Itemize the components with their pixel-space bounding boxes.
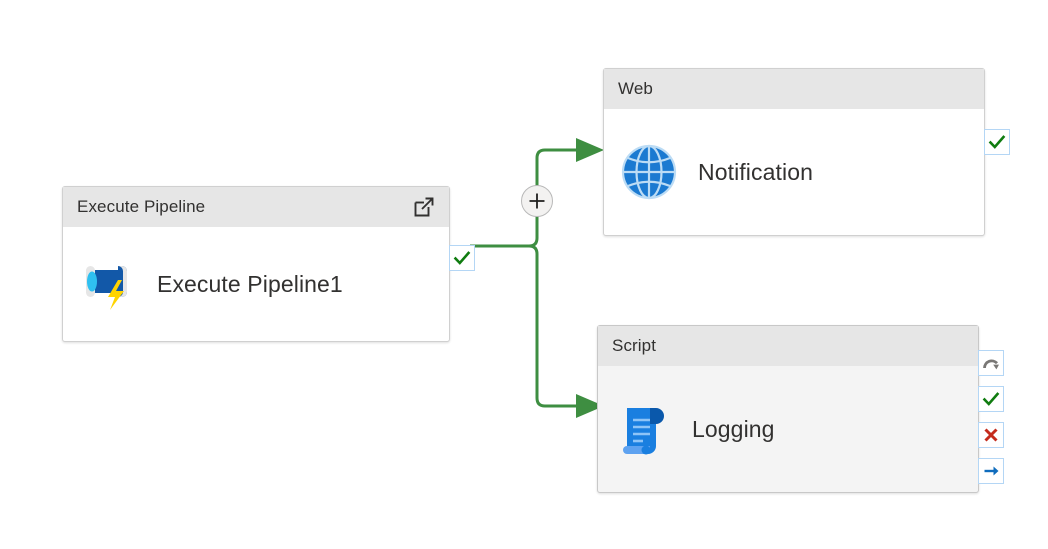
node-execute-pipeline-activity-name: Execute Pipeline1	[157, 270, 343, 297]
cross-icon	[984, 428, 998, 442]
node-execute-pipeline-type-label: Execute Pipeline	[77, 197, 206, 216]
node-script[interactable]: Script	[597, 325, 1004, 493]
globe-icon	[618, 141, 680, 203]
node-web-type-label: Web	[618, 79, 653, 98]
node-web[interactable]: Web Notification	[603, 68, 1010, 236]
node-script-type-label: Script	[612, 336, 657, 355]
add-activity-button[interactable]	[521, 185, 553, 217]
handle-success-script[interactable]	[978, 386, 1004, 412]
check-icon	[988, 135, 1006, 149]
node-execute-pipeline-header: Execute Pipeline	[63, 187, 449, 227]
node-web-activity-name: Notification	[698, 158, 813, 185]
curved-arrow-icon	[983, 359, 999, 370]
handle-failure-script[interactable]	[978, 422, 1004, 448]
handle-success-web[interactable]	[984, 129, 1010, 155]
handle-success-execute-pipeline[interactable]	[449, 245, 475, 271]
globe-glyph	[621, 144, 677, 200]
edge-to-script	[528, 244, 578, 408]
script-scroll-glyph	[623, 408, 664, 455]
handle-completion-script[interactable]	[978, 350, 1004, 376]
check-icon	[982, 392, 1000, 406]
node-execute-pipeline[interactable]: Execute Pipeline	[62, 186, 475, 342]
execute-pipeline-glyph	[86, 266, 127, 310]
node-execute-pipeline-body: Execute Pipeline1	[63, 227, 449, 341]
node-script-body: Logging	[598, 366, 978, 492]
node-web-body: Notification	[604, 109, 984, 235]
open-in-new-window-glyph	[414, 197, 434, 217]
node-script-activity-name: Logging	[692, 415, 775, 442]
execute-pipeline-icon	[77, 253, 139, 315]
handle-skipped-script[interactable]	[978, 458, 1004, 484]
edge-to-web-arrowhead	[576, 138, 604, 162]
check-icon	[453, 251, 471, 265]
open-in-new-window-icon[interactable]	[409, 192, 439, 222]
arrow-right-icon	[984, 466, 999, 476]
node-web-header: Web	[604, 69, 984, 109]
script-scroll-icon	[612, 398, 674, 460]
node-script-header: Script	[598, 326, 978, 366]
plus-icon	[529, 193, 545, 209]
